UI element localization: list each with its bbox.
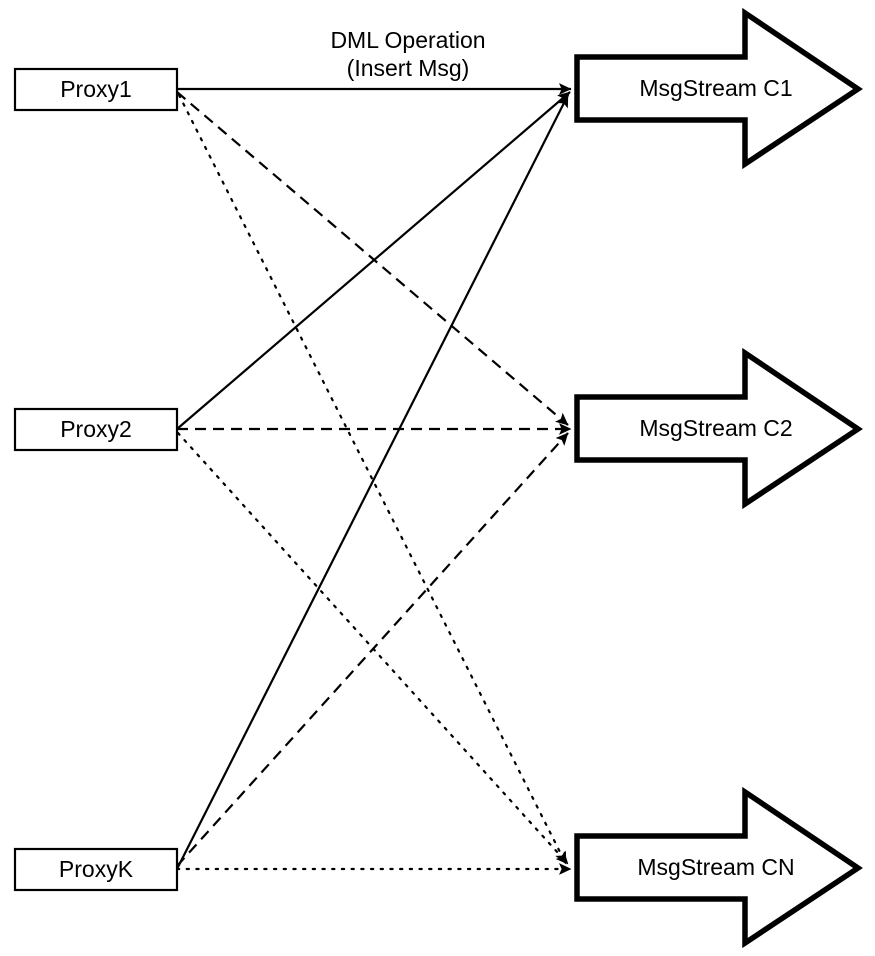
proxy1-label: Proxy1 — [60, 76, 132, 102]
msgstream-c2-arrow-shape[interactable] — [574, 347, 863, 510]
proxy-node-proxy2[interactable]: Proxy2 — [13, 407, 179, 452]
edge-caption-line-2: (Insert Msg) — [347, 55, 470, 81]
msgstream-node-cn[interactable]: MsgStream CN — [574, 786, 863, 949]
proxy2-box[interactable] — [13, 407, 179, 452]
msgstream-c1-label: MsgStream C1 — [639, 75, 792, 101]
connection-proxyk-to-c1[interactable] — [176, 94, 569, 870]
edge-caption-line-1: DML Operation — [330, 27, 485, 53]
msgstream-c1-arrow-shape[interactable] — [574, 7, 863, 170]
msgstream-c2-label: MsgStream C2 — [639, 415, 792, 441]
proxy-node-proxyk[interactable]: ProxyK — [13, 847, 179, 892]
proxyk-box[interactable] — [13, 847, 179, 892]
proxy2-label: Proxy2 — [60, 416, 132, 442]
connection-proxy1-to-cn[interactable] — [177, 93, 568, 866]
connection-layer — [175, 83, 573, 875]
msgstream-cn-label: MsgStream CN — [637, 854, 794, 880]
proxy-node-proxy1[interactable]: Proxy1 — [13, 67, 179, 112]
msgstream-node-c1[interactable]: MsgStream C1 — [574, 7, 863, 170]
proxy1-box[interactable] — [13, 67, 179, 112]
connection-proxy1-to-c2[interactable] — [176, 91, 569, 426]
connection-proxy2-to-cn[interactable] — [176, 431, 570, 866]
msgstream-cn-arrow-shape[interactable] — [574, 786, 863, 949]
proxyk-label: ProxyK — [59, 856, 134, 882]
msgstream-node-c2[interactable]: MsgStream C2 — [574, 347, 863, 510]
edge-caption: DML Operation (Insert Msg) — [330, 27, 485, 81]
